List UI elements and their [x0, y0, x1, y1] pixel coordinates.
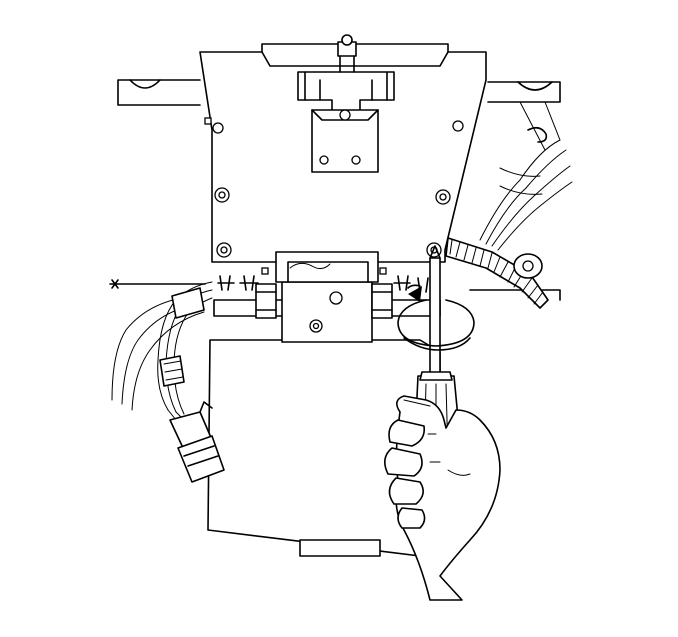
electrical-connector [169, 401, 225, 483]
hand-icon [384, 395, 501, 601]
left-wiring-harness [111, 281, 213, 423]
top-clip [297, 34, 395, 173]
rotation-arrow-icon [397, 284, 475, 351]
cross-member [109, 79, 561, 301]
center-mount [255, 251, 393, 343]
right-wiring-harness [445, 126, 573, 309]
